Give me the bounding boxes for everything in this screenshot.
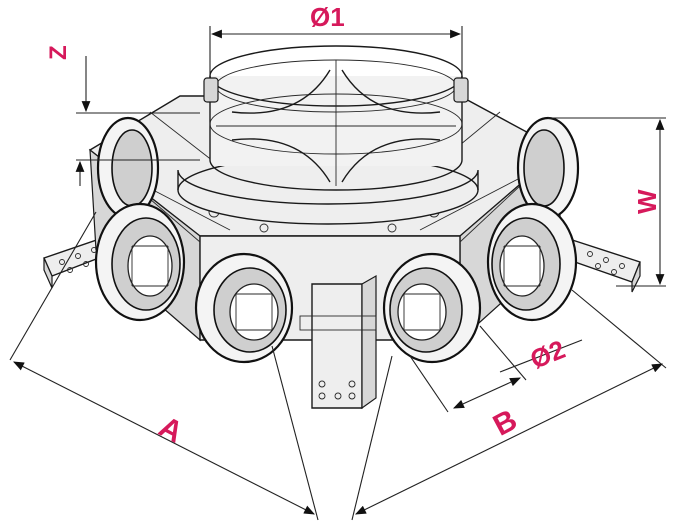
port-front-left-inner [194, 252, 294, 364]
dimension-b [351, 289, 667, 521]
dimension-a [9, 211, 319, 521]
dimension-d1 [209, 26, 463, 76]
label-w: W [632, 189, 662, 214]
dimension-d2 [409, 325, 583, 413]
port-front-right-inner [382, 252, 482, 364]
label-d2: Ø2 [526, 334, 569, 375]
label-z: Z [45, 45, 72, 60]
front-bracket [299, 274, 377, 410]
top-inlet-collar [177, 45, 479, 225]
port-back-right [516, 116, 580, 220]
dimension-z [75, 56, 200, 186]
port-back-left [96, 116, 160, 220]
label-a: A [153, 410, 188, 449]
label-d1: Ø1 [310, 2, 345, 32]
label-b: B [488, 403, 523, 442]
port-front-left-outer [94, 202, 186, 322]
port-front-right-outer [486, 202, 578, 322]
dimension-w [548, 117, 666, 287]
